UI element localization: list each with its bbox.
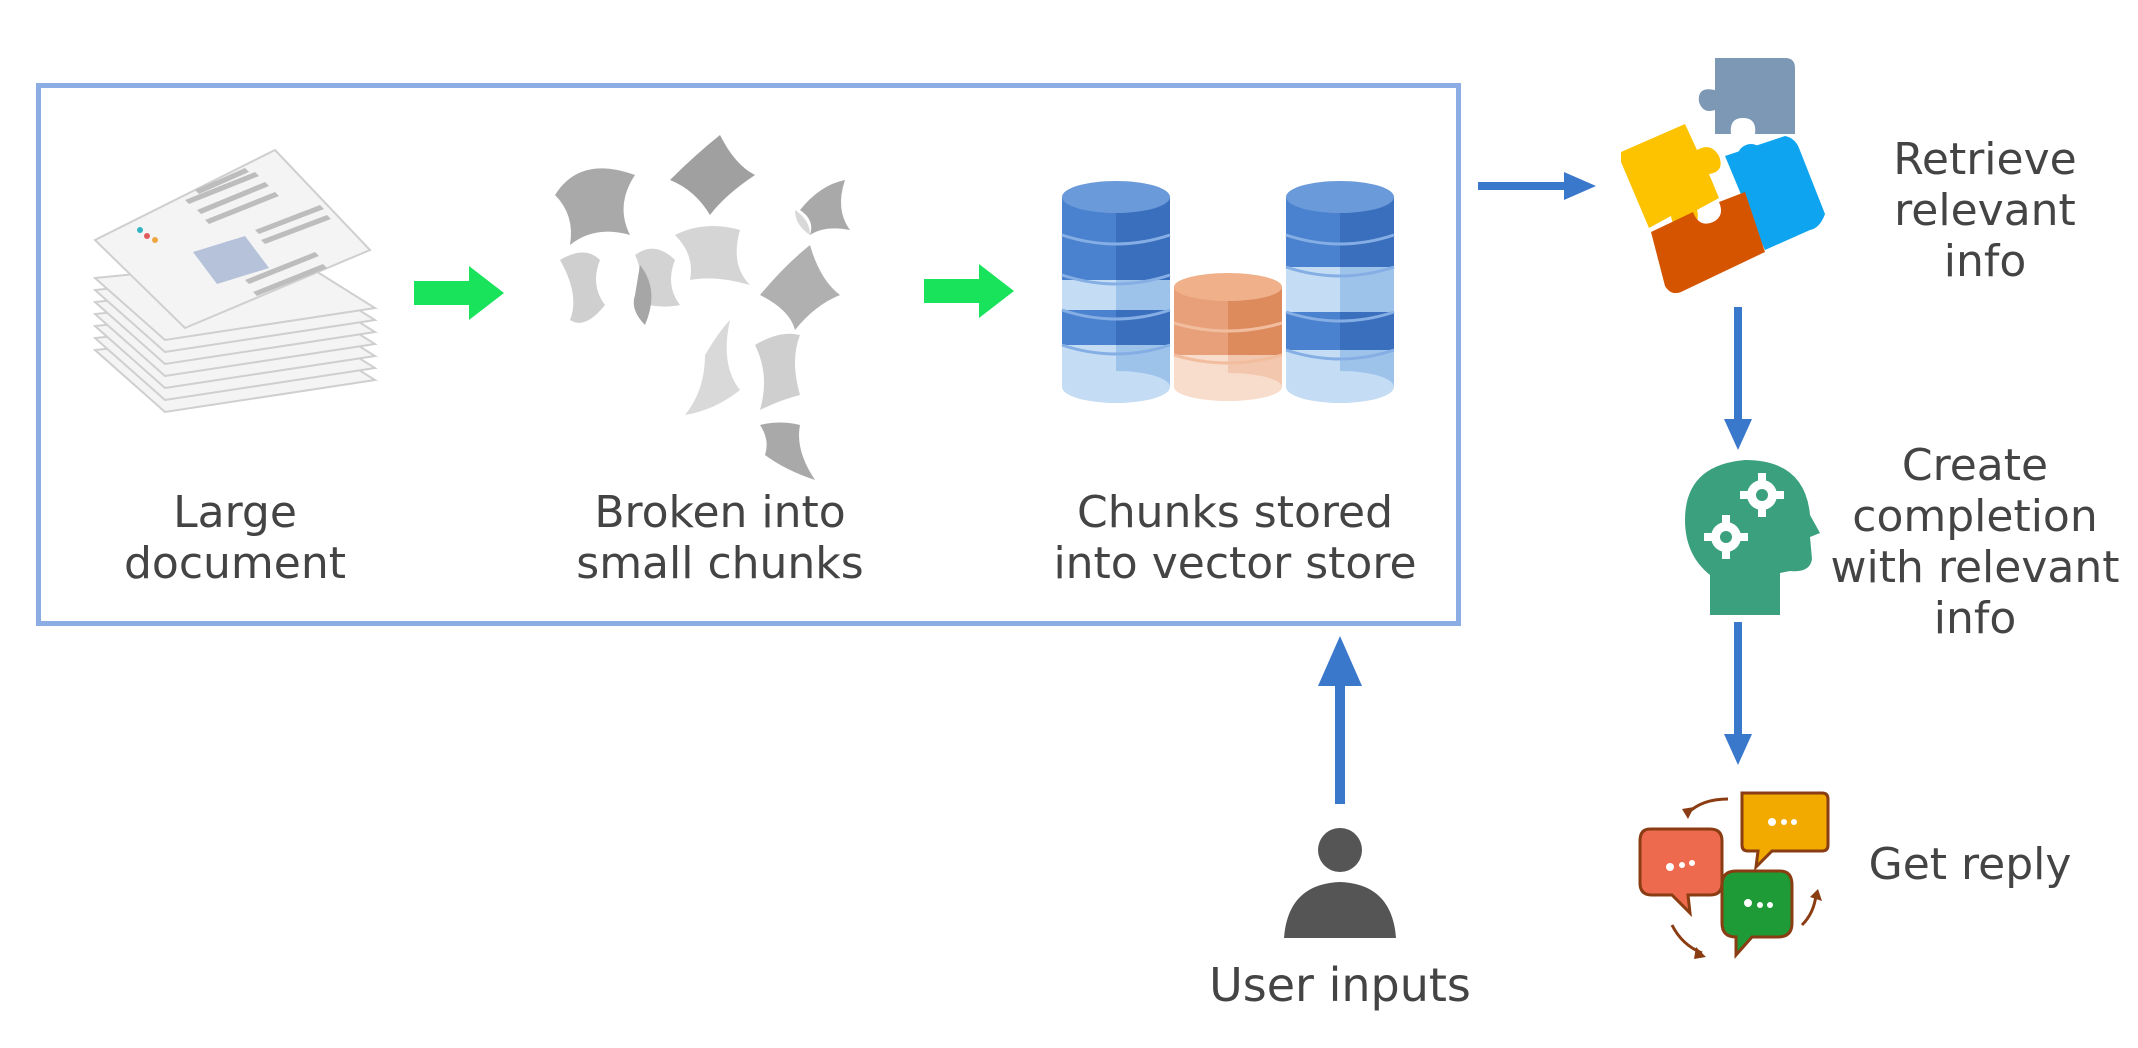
arrow-down-blue-icon	[1724, 307, 1752, 450]
puzzle-icon	[1621, 58, 1825, 294]
user-inputs-label: User inputs	[1209, 958, 1471, 1012]
step-label-retrieve: Retrieve relevant info	[1893, 134, 2077, 287]
step-label-small-chunks: Broken into small chunks	[576, 487, 864, 589]
vector-store-icon	[1061, 181, 1395, 403]
arrow-right-icon	[414, 266, 504, 320]
user-icon	[1284, 828, 1396, 938]
document-stack-icon	[92, 148, 378, 414]
arrow-up-blue-icon	[1318, 636, 1362, 804]
chat-bubbles-icon	[1638, 791, 1830, 959]
arrow-right-blue-icon	[1478, 172, 1596, 200]
head-gears-icon	[1685, 460, 1820, 615]
paper-chunks-icon	[555, 135, 850, 480]
step-label-create: Create completion with relevant info	[1830, 440, 2120, 644]
step-label-vector-store: Chunks stored into vector store	[1053, 487, 1417, 589]
arrow-down-blue-icon	[1724, 622, 1752, 765]
step-label-large-document: Large document	[124, 487, 346, 589]
ingestion-pipeline-frame	[36, 83, 1461, 626]
arrow-right-icon	[924, 264, 1014, 318]
step-label-get-reply: Get reply	[1868, 839, 2072, 890]
